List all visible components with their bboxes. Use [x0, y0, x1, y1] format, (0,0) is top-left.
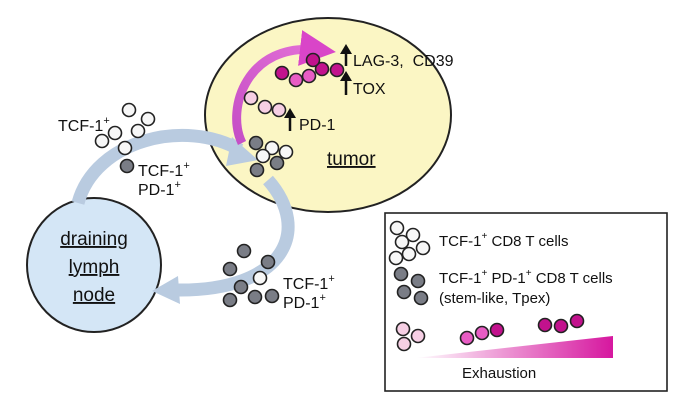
exhaustion-gradient-wedge: [415, 336, 613, 358]
svg-text:PD-1+: PD-1+: [138, 179, 181, 199]
tcf1-cell-cluster-top: [94, 102, 156, 174]
legend-exhaustion-cells: [395, 313, 585, 352]
cell: [252, 270, 268, 286]
up-arrow-icon: [340, 71, 352, 81]
up-arrow-icon: [340, 44, 352, 54]
node-to-tumor-arrow: [71, 129, 244, 206]
cell: [249, 162, 265, 178]
up-arrow-icon: [284, 108, 296, 118]
cell: [288, 72, 304, 88]
cell: [264, 140, 280, 156]
legend-tcf1-swatch: [388, 220, 431, 266]
cell: [117, 140, 133, 156]
legend-tcf1-label: TCF-1+ CD8 T cells: [439, 231, 568, 250]
cell: [140, 111, 156, 127]
tcf1-pd1-label-bottom: TCF-1+ PD-1+: [283, 273, 335, 312]
svg-text:TCF-1+: TCF-1+: [283, 273, 335, 293]
cell: [271, 102, 287, 118]
cell: [301, 68, 317, 84]
tumor-exhausted-cell-cluster: [274, 52, 345, 88]
cell: [257, 99, 273, 115]
cell: [255, 148, 271, 164]
upregulation-arrows: [284, 44, 352, 131]
lag3-cd39-marker-label: LAG-3, CD39: [353, 53, 454, 70]
tumor-region: [204, 17, 452, 213]
cell: [314, 61, 330, 77]
legend-box: TCF-1+ CD8 T cells TCF-1+ PD-1+ CD8 T ce…: [384, 212, 668, 392]
tumor-stem-cell-cluster: [248, 135, 294, 178]
cell: [274, 65, 290, 81]
cell: [107, 125, 123, 141]
circulating-stem-cell-cluster: [222, 243, 280, 308]
tox-marker-label: TOX: [353, 81, 386, 98]
tumor-pd1-cell-cluster: [243, 90, 287, 118]
tcf1-pd1-label-left: TCF-1+ PD-1+: [138, 160, 190, 199]
svg-text:TCF-1+: TCF-1+: [138, 160, 190, 180]
cell: [305, 52, 321, 68]
cell: [248, 135, 264, 151]
svg-text:PD-1+: PD-1+: [283, 292, 326, 312]
cell: [243, 90, 259, 106]
cell: [121, 102, 137, 118]
svg-text:lymph: lymph: [69, 257, 120, 278]
tcf1-label-top: TCF-1+: [58, 115, 110, 135]
cell: [233, 279, 249, 295]
cell: [222, 292, 238, 308]
exhaustion-label: Exhaustion: [462, 365, 536, 382]
tumor-to-node-arrowhead: [152, 276, 180, 304]
cell: [264, 288, 280, 304]
tumor-label: tumor: [327, 149, 376, 170]
svg-text:node: node: [73, 285, 115, 306]
tumor-to-node-arrow: [174, 175, 295, 297]
legend-tcf1-pd1-swatch: [393, 266, 429, 306]
svg-text:draining: draining: [60, 229, 128, 250]
cell: [130, 123, 146, 139]
legend-stem-like-label: (stem-like, Tpex): [439, 290, 550, 307]
lymph-node-label: draining lymph node: [60, 229, 128, 306]
lymph-node-region: [26, 197, 162, 333]
cell: [278, 144, 294, 160]
cell: [236, 243, 252, 259]
exhaustion-progression-arrow: [232, 30, 336, 145]
cell: [247, 289, 263, 305]
legend-tcf1-pd1-label: TCF-1+ PD-1+ CD8 T cells: [439, 268, 613, 287]
cell: [222, 261, 238, 277]
cell: [260, 254, 276, 270]
cell: [329, 62, 345, 78]
cell: [269, 155, 285, 171]
cell: [119, 158, 135, 174]
pd1-marker-label: PD-1: [299, 117, 336, 134]
node-to-tumor-arrowhead: [226, 137, 258, 166]
cell: [94, 133, 110, 149]
